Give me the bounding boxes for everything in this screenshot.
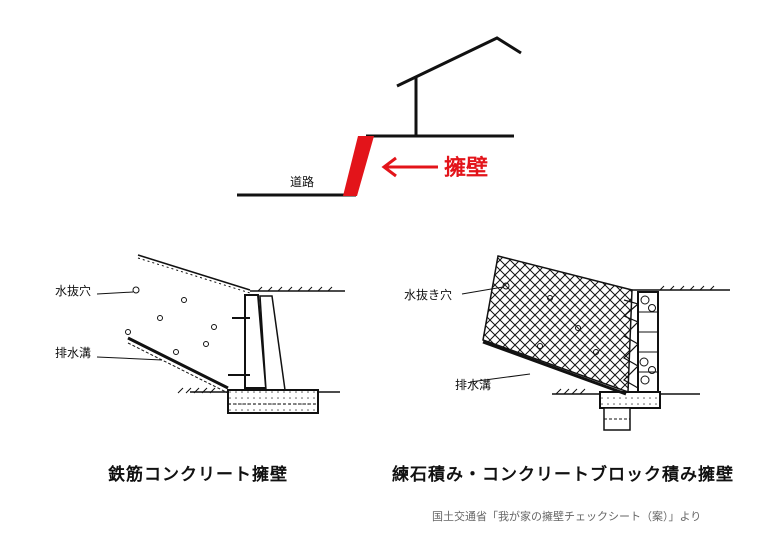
- house-outline: [396, 36, 522, 136]
- right-block-wall-figure: [461, 255, 730, 431]
- ground-profile: [237, 134, 514, 197]
- source-credit: 国土交通省「我が家の擁壁チェックシート（案）」より: [432, 510, 702, 523]
- right-drain-label: 排水溝: [455, 378, 492, 392]
- right-weep-hole-label: 水抜き穴: [404, 288, 453, 302]
- right-figure-caption: 練石積み・コンクリートブロック積み擁壁: [392, 465, 734, 485]
- arrow-left-icon: [381, 156, 438, 178]
- left-weep-hole-label: 水抜穴: [55, 284, 92, 298]
- retaining-wall-label: 擁壁: [444, 156, 489, 181]
- retaining-wall-highlight: [343, 136, 374, 196]
- left-figure-caption: 鉄筋コンクリート擁壁: [108, 465, 288, 485]
- left-rc-wall-figure: [96, 254, 345, 414]
- left-drain-label: 排水溝: [55, 346, 92, 360]
- road-label: 道路: [290, 175, 315, 189]
